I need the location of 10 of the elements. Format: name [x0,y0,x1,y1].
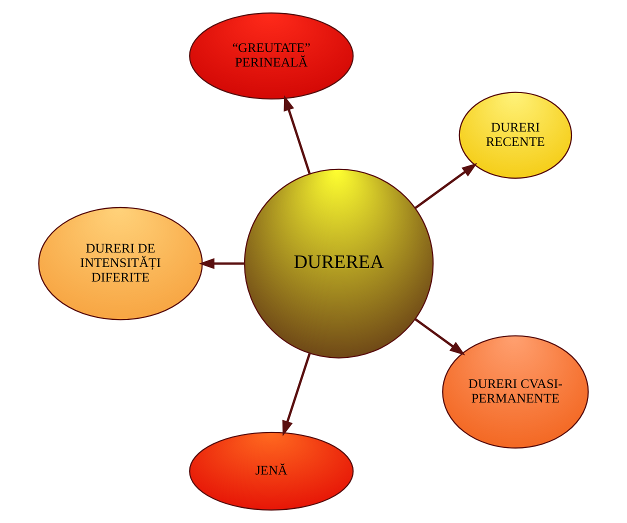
node-circle: DUREREA [244,168,434,358]
node-ellipse: DURERI DE INTENSITĂȚI DIFERITE [38,206,203,320]
node-ellipse: DURERI CVASI- PERMANENTE [442,335,589,449]
node-ellipse: “GREUTATE” PERINEALĂ [189,12,354,100]
arrow [198,258,244,270]
arrow [414,318,466,356]
arrow [282,353,311,436]
arrow [414,162,478,210]
node-ellipse: JENĂ [189,432,354,511]
arrow [284,95,311,174]
